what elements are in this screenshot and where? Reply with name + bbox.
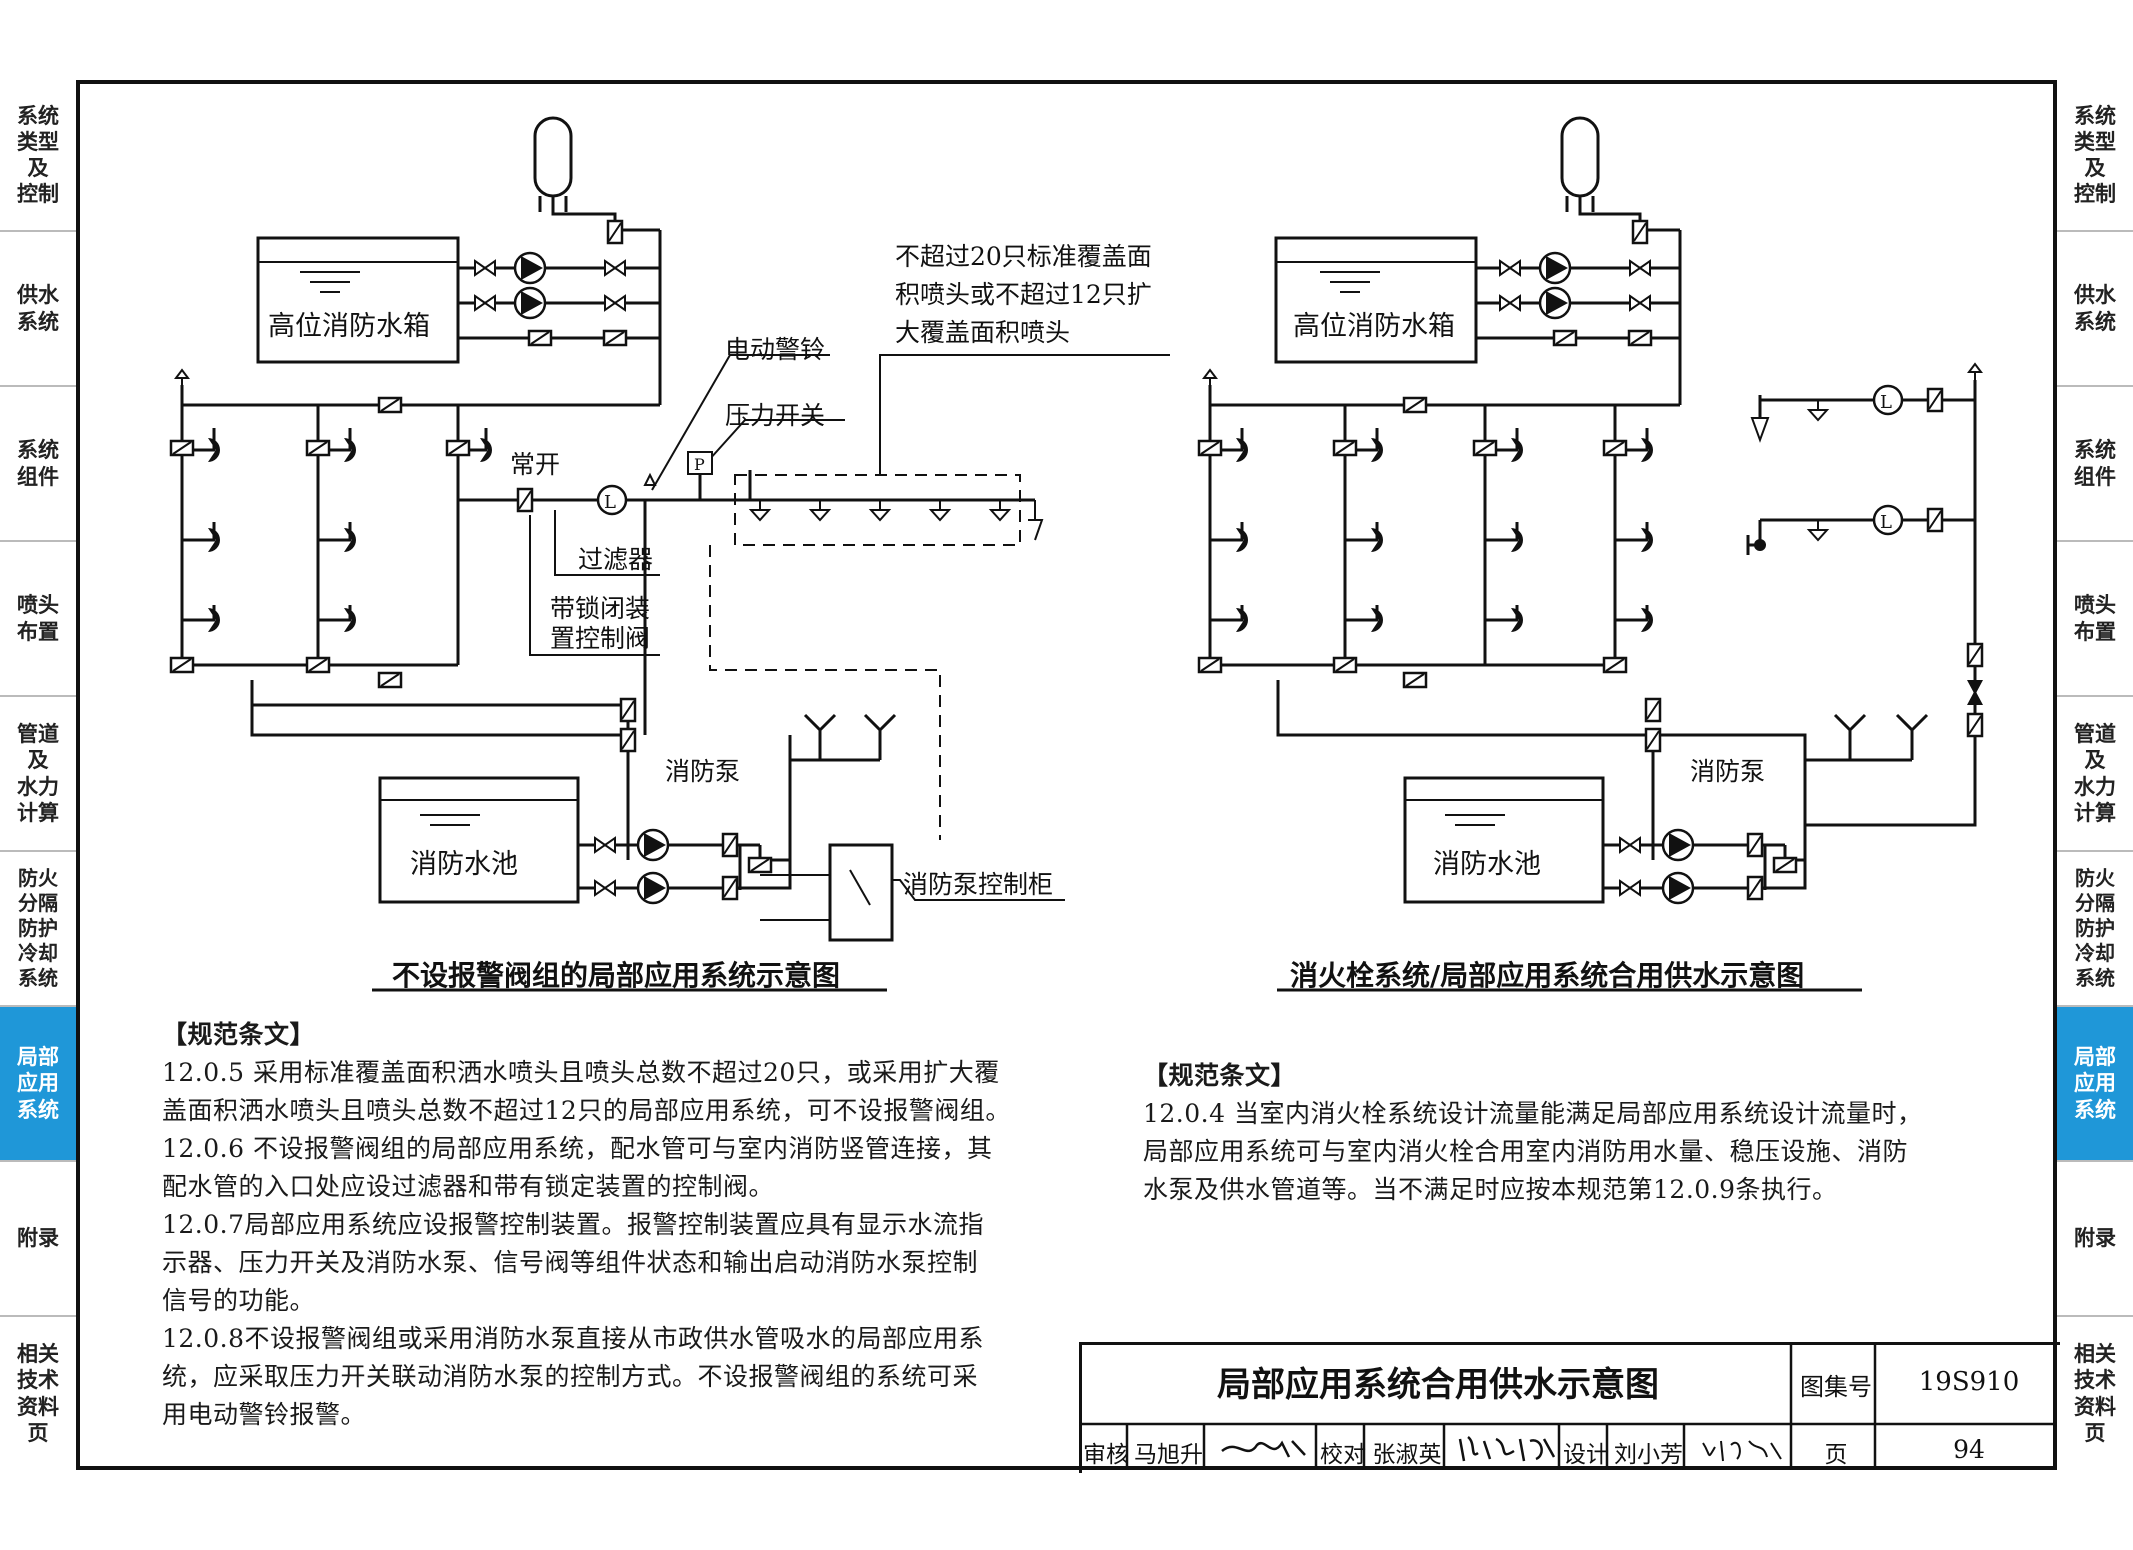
left-tank-label: 高位消防水箱	[268, 311, 430, 342]
left-pool-label: 消防水池	[410, 849, 518, 880]
title-block: 局部应用系统合用供水示意图 图集号 19S910 审核 马旭升 校对 张淑英 设…	[1079, 1342, 2060, 1473]
tab-piping[interactable]: 管道 及 水力 计算	[0, 697, 76, 852]
checker-name: 张淑英	[1372, 1442, 1442, 1468]
left-regulation-text: 【规范条文】 12.0.5 采用标准覆盖面积洒水喷头且喷头总数不超过20只，或采…	[162, 1016, 1067, 1434]
review-label: 审核	[1083, 1442, 1129, 1468]
tab-appendix[interactable]: 附录	[0, 1162, 76, 1317]
tab-local-application[interactable]: 局部 应用 系统	[0, 1007, 76, 1162]
left-line: 12.0.6 不设报警阀组的局部应用系统，配水管可与室内消防竖管连接，其	[162, 1134, 993, 1163]
svg-text:L: L	[1880, 512, 1892, 533]
atlas-number: 19S910	[1918, 1367, 2020, 1397]
sprinkler-note-3: 大覆盖面积喷头	[895, 318, 1070, 347]
tab-sprinkler-layout[interactable]: 喷头 布置	[2057, 542, 2133, 697]
atlas-label: 图集号	[1800, 1373, 1872, 1401]
lock-valve-label-2: 置控制阀	[550, 624, 650, 653]
tab-related-docs[interactable]: 相关 技术 资料 页	[17, 1342, 59, 1445]
right-line: 局部应用系统可与室内消火栓合用室内消防用水量、稳压设施、消防	[1143, 1137, 1909, 1166]
svg-text:L: L	[1880, 392, 1892, 413]
reviewer-signature	[1221, 1440, 1306, 1458]
right-tank-label: 高位消防水箱	[1293, 311, 1455, 342]
right-line: 12.0.4 当室内消火栓系统设计流量能满足局部应用系统设计流量时，	[1143, 1099, 1923, 1128]
tab-water-supply[interactable]: 供水 系统	[0, 232, 76, 387]
page-label: 页	[1824, 1442, 1848, 1468]
reviewer-name: 马旭升	[1134, 1442, 1203, 1468]
drawing-frame	[76, 80, 2057, 1470]
left-line: 盖面积洒水喷头且喷头总数不超过12只的局部应用系统，可不设报警阀组。	[162, 1096, 1011, 1125]
left-line: 信号的功能。	[162, 1286, 316, 1315]
tab-system-type[interactable]: 系统 类型 及 控制	[2057, 80, 2133, 232]
tab-fire-separation[interactable]: 防火 分隔 防护 冷却 系统	[2057, 852, 2133, 1007]
designer-name: 刘小芳	[1614, 1442, 1683, 1468]
tab-sprinkler-layout[interactable]: 喷头 布置	[0, 542, 76, 697]
designer-signature	[1702, 1440, 1782, 1462]
tab-system-type[interactable]: 系统 类型 及 控制	[0, 80, 76, 232]
left-line: 12.0.8不设报警阀组或采用消防水泵直接从市政供水管吸水的局部应用系	[162, 1324, 985, 1353]
right-pump-label: 消防泵	[1690, 757, 1765, 786]
left-line: 用电动警铃报警。	[162, 1400, 367, 1429]
tab-fire-separation[interactable]: 防火 分隔 防护 冷却 系统	[0, 852, 76, 1007]
left-line: 12.0.5 采用标准覆盖面积洒水喷头且喷头总数不超过20只，或采用扩大覆	[162, 1058, 1000, 1087]
alarm-bell-label: 电动警铃	[725, 335, 825, 364]
right-line: 水泵及供水管道等。当不满足时应按本规范第12.0.9条执行。	[1143, 1175, 1838, 1204]
tab-water-supply[interactable]: 供水 系统	[2057, 232, 2133, 387]
control-cabinet-label: 消防泵控制柜	[903, 870, 1053, 899]
left-line: 示器、压力开关及消防水泵、信号阀等组件状态和输出启动消防水泵控制	[162, 1248, 979, 1277]
check-label: 校对	[1320, 1442, 1366, 1468]
tab-components[interactable]: 系统 组件	[2057, 387, 2133, 542]
checker-signature	[1458, 1436, 1556, 1462]
left-diagram-caption: 不设报警阀组的局部应用系统示意图	[392, 959, 841, 992]
normally-open-label: 常开	[510, 450, 560, 479]
right-regulation-text: 【规范条文】 12.0.4 当室内消火栓系统设计流量能满足局部应用系统设计流量时…	[1143, 1057, 2023, 1209]
tab-related-docs[interactable]: 相关 技术 资料 页	[2074, 1342, 2116, 1445]
right-diagram-caption: 消火栓系统/局部应用系统合用供水示意图	[1290, 959, 1805, 992]
left-pump-label: 消防泵	[665, 757, 740, 786]
filter-label: 过滤器	[578, 545, 653, 574]
sprinkler-note-1: 不超过20只标准覆盖面	[895, 242, 1152, 271]
lock-valve-label-1: 带锁闭装	[550, 594, 650, 623]
tab-local-application[interactable]: 局部 应用 系统	[2057, 1007, 2133, 1162]
svg-text:P: P	[694, 455, 705, 474]
tab-piping[interactable]: 管道 及 水力 计算	[2057, 697, 2133, 852]
right-heading: 【规范条文】	[1143, 1061, 1297, 1090]
left-line: 配水管的入口处应设过滤器和带有锁定装置的控制阀。	[162, 1172, 775, 1201]
drawing-title: 局部应用系统合用供水示意图	[1217, 1365, 1659, 1405]
sprinkler-note-2: 积喷头或不超过12只扩	[895, 280, 1152, 309]
design-label: 设计	[1563, 1442, 1609, 1468]
right-pool-label: 消防水池	[1433, 849, 1541, 880]
tab-appendix[interactable]: 附录	[2057, 1162, 2133, 1317]
page-number: 94	[1953, 1435, 1985, 1464]
left-line: 统，应采取压力开关联动消防水泵的控制方式。不设报警阀组的系统可采	[162, 1362, 979, 1391]
svg-text:L: L	[604, 492, 616, 513]
tab-components[interactable]: 系统 组件	[0, 387, 76, 542]
left-heading: 【规范条文】	[162, 1020, 316, 1049]
left-line: 12.0.7局部应用系统应设报警控制装置。报警控制装置应具有显示水流指	[162, 1210, 985, 1239]
pressure-switch-label: 压力开关	[725, 401, 825, 430]
